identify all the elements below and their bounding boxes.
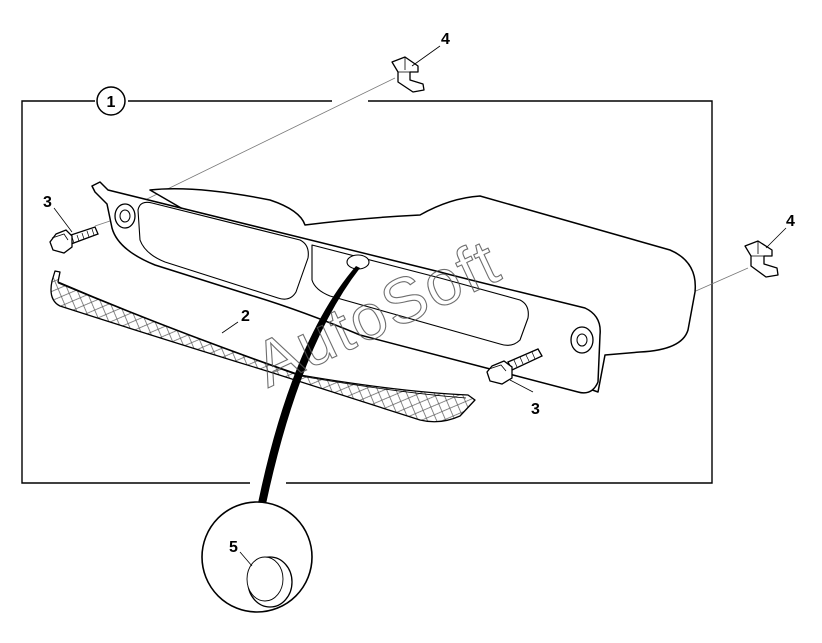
leader-callout-3-right <box>509 379 534 393</box>
callout-4-right-label: 4 <box>786 213 795 230</box>
leader-callout-3-left <box>53 207 73 233</box>
callout-1-circle <box>96 86 126 116</box>
plug-part-5 <box>246 556 293 608</box>
leader-clip-top <box>144 77 396 201</box>
bolt-right-part-3 <box>486 348 543 385</box>
leader-callout-5 <box>239 551 253 567</box>
mesh-net-part-2 <box>50 270 476 423</box>
bolt-left-part-3 <box>49 226 99 254</box>
callout-5-label: 5 <box>229 539 238 556</box>
clip-top-part-4 <box>391 56 425 93</box>
callout-2-label: 2 <box>241 308 250 325</box>
clip-right-part-4 <box>744 240 779 278</box>
callout-3-right-label: 3 <box>531 401 540 418</box>
callout-4-top-label: 4 <box>441 31 450 48</box>
callout-3-left-label: 3 <box>43 194 52 211</box>
callout-1-label: 1 <box>107 94 116 111</box>
leader-callout-4-top <box>411 45 441 67</box>
assembly-frame <box>21 100 713 484</box>
leader-callout-4-right <box>765 227 787 249</box>
detail-pointer <box>258 266 360 504</box>
leader-part-2 <box>221 321 239 334</box>
